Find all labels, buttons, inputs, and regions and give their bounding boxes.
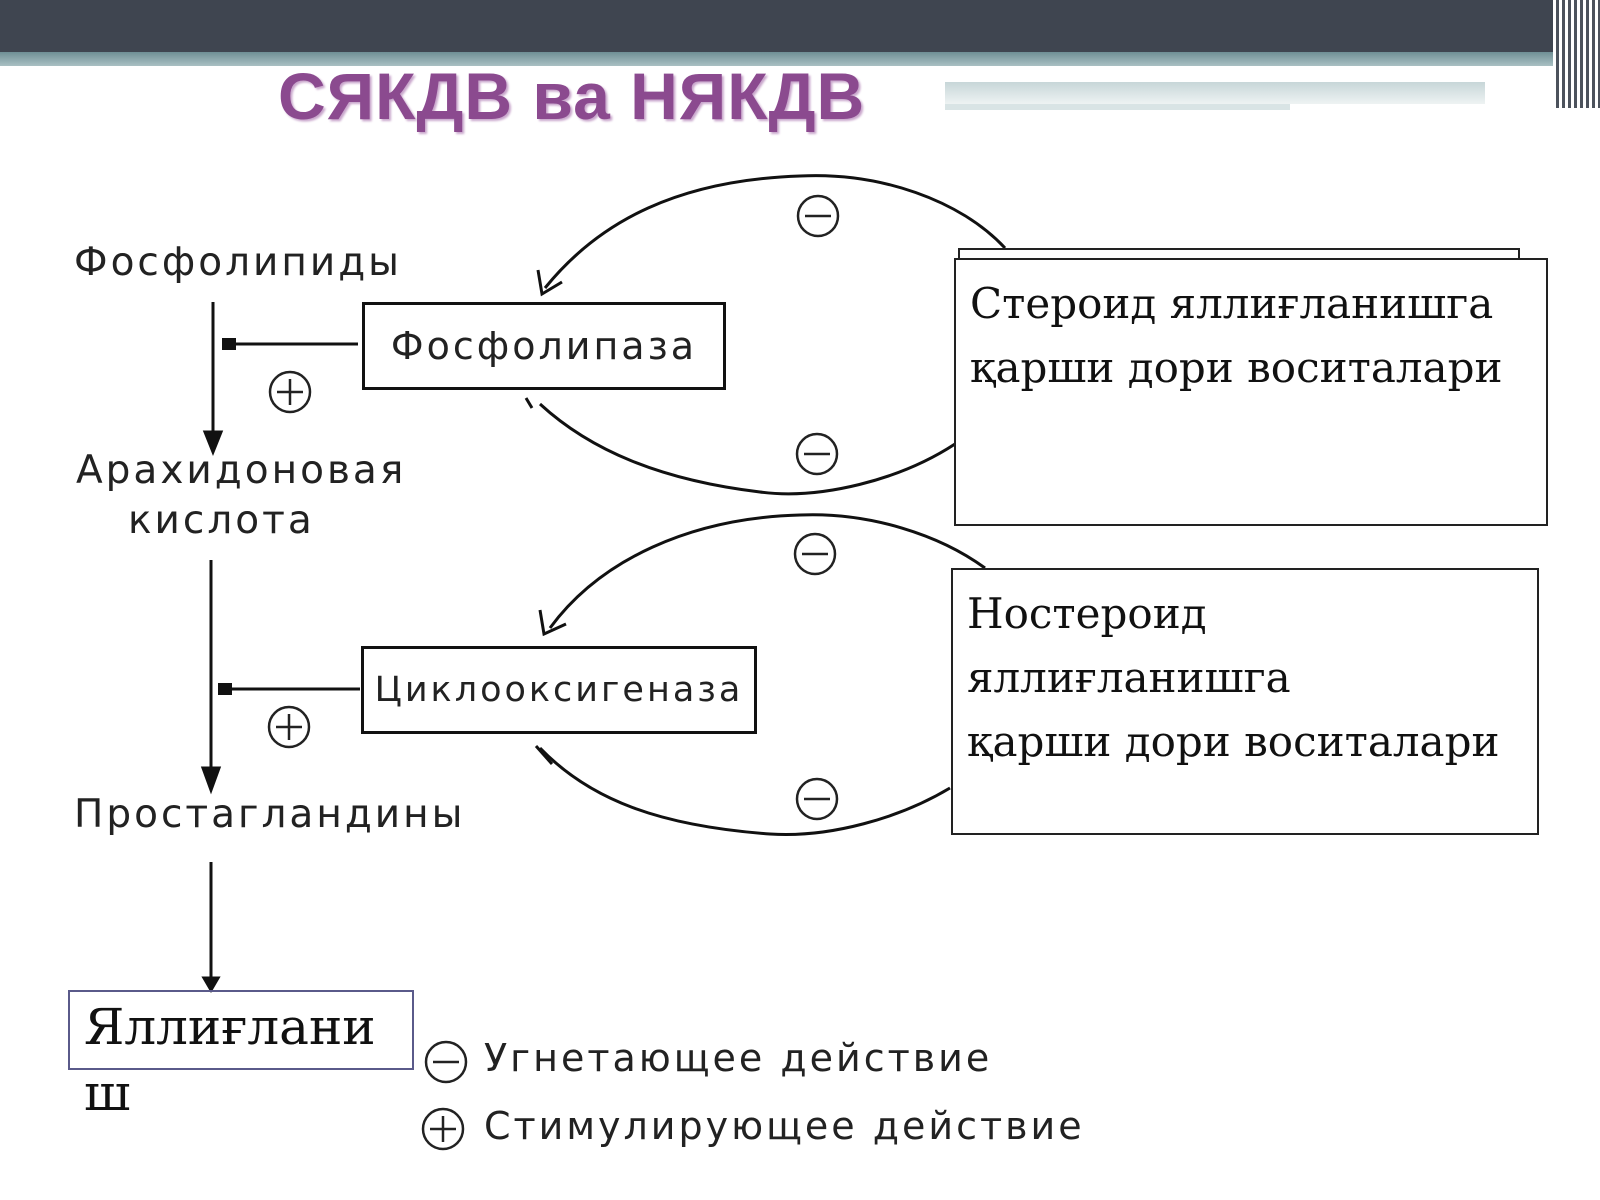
- steroid-label-line1: Стероид яллиғланишга: [970, 279, 1494, 328]
- legend-inhibiting: Угнетающее действие: [484, 1036, 993, 1080]
- inflammation-box: [68, 990, 414, 1070]
- steroid-upper-arc: [543, 174, 1007, 289]
- nonsteroid-lower-arc: [538, 746, 951, 836]
- nonsteroid-drug-box: Ностероид яллиғланишга қарши дори восита…: [951, 568, 1539, 835]
- node-arachidonic-line2: кислота: [128, 498, 315, 543]
- steroid-drug-box: Стероид яллиғланишга қарши дори воситала…: [954, 258, 1548, 526]
- steroid-lower-arc: [538, 402, 956, 496]
- enzyme-cyclooxygenase: Циклооксигеназа: [361, 646, 757, 734]
- title-band: [945, 82, 1485, 104]
- top-stripe: [0, 52, 1600, 66]
- legend-stimulating: Стимулирующее действие: [484, 1104, 1085, 1148]
- minus-sign-nonsteroid-upper: [793, 532, 837, 576]
- nonsteroid-upper-arc: [548, 513, 986, 629]
- minus-sign-steroid-upper: [796, 194, 840, 238]
- top-bar: [0, 0, 1600, 52]
- slide-title: СЯКДВ ва НЯКДВ: [278, 59, 866, 133]
- enzyme-phospholipase: Фосфолипаза: [362, 302, 726, 390]
- node-arachidonic-line1: Арахидоновая: [76, 448, 407, 493]
- steroid-label-line2: қарши дори воситалари: [970, 343, 1503, 392]
- legend-plus-icon: [421, 1107, 465, 1151]
- nonsteroid-label-line3: қарши дори воситалари: [967, 717, 1500, 766]
- steroid-box-shadow: [958, 248, 1520, 258]
- legend-minus-icon: [424, 1040, 468, 1084]
- edge-stripes: [1553, 0, 1600, 108]
- minus-sign-steroid-lower: [795, 432, 839, 476]
- title-band-lower: [945, 104, 1290, 110]
- node-prostaglandins: Простагландины: [74, 792, 466, 837]
- node-phospholipids: Фосфолипиды: [74, 240, 402, 285]
- minus-sign-nonsteroid-lower: [795, 777, 839, 821]
- inflammation-label: Яллиғланиш: [84, 998, 376, 1122]
- plus-sign-phospholipase: [268, 370, 312, 414]
- nonsteroid-label-line1: Ностероид: [967, 589, 1207, 638]
- nonsteroid-label-line2: яллиғланишга: [967, 653, 1291, 702]
- plus-sign-cyclooxygenase: [267, 705, 311, 749]
